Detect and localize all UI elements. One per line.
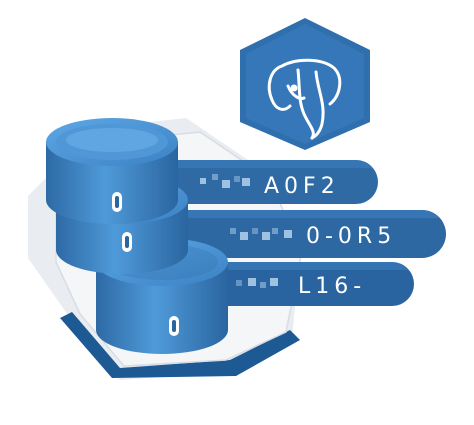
bar-1-label: A0F2 [264,174,340,199]
data-bar-1 [150,160,378,204]
bar-3-label: L16- [298,274,366,299]
database-cylinder-top [46,118,178,224]
data-bar-2 [160,209,446,258]
back-hexagon-panel-shadow [60,312,300,378]
database-stack-icon [46,118,228,354]
postgresql-badge [240,18,370,150]
redacted-pixels [200,174,292,288]
postgresql-elephant-icon [267,58,342,140]
data-bar-3 [176,262,414,306]
bar-2-label: 0-0R5 [306,224,396,249]
